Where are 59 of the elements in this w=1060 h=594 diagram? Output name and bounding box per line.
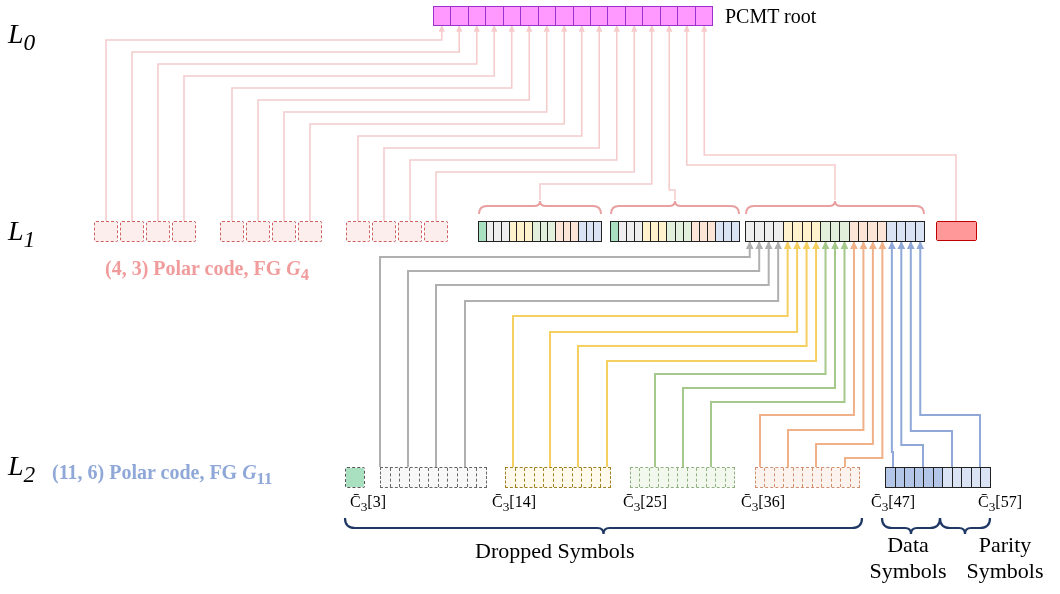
symbol-array bbox=[885, 467, 991, 488]
dashed-symbol-box bbox=[346, 221, 370, 242]
index-label: C̄$_{3}$[47] bbox=[871, 494, 915, 514]
dashed-symbol-box bbox=[146, 221, 170, 242]
index-label: C̄$_{3}$[36] bbox=[741, 494, 785, 514]
arrow bbox=[787, 241, 868, 468]
arrow bbox=[383, 25, 603, 222]
index-label: C̄$_{3}$[57] bbox=[978, 494, 1022, 514]
dashed-symbol-box bbox=[120, 221, 144, 242]
arrow bbox=[916, 241, 981, 468]
arrow bbox=[844, 241, 887, 468]
arrow bbox=[654, 241, 830, 468]
code-label: (11, 6) Polar code, FG G$_{11}$ bbox=[52, 462, 273, 488]
arrow bbox=[710, 241, 849, 468]
dashed-symbol-group bbox=[505, 467, 611, 488]
arrow bbox=[701, 25, 957, 222]
arrow bbox=[512, 241, 792, 468]
arrow bbox=[682, 241, 839, 468]
node-label: PCMT root bbox=[725, 6, 817, 26]
dashed-symbol-box bbox=[172, 221, 196, 242]
arrow bbox=[906, 241, 953, 468]
dashed-symbol-box bbox=[345, 467, 365, 488]
arrow bbox=[606, 241, 821, 468]
index-label: C̄$_{3}$[25] bbox=[623, 494, 667, 514]
level-label: L$_{1}$ bbox=[8, 217, 36, 251]
dashed-symbol-box bbox=[220, 221, 244, 242]
index-label: C̄$_{3}$[3] bbox=[350, 494, 386, 514]
arrow bbox=[435, 25, 638, 222]
brace-label: Dropped Symbols bbox=[475, 540, 635, 562]
index-label: C̄$_{3}$[14] bbox=[492, 494, 536, 514]
code-label: (4, 3) Polar code, FG G$_{4}$ bbox=[105, 258, 310, 284]
symbol-array bbox=[610, 200, 740, 242]
arrow bbox=[887, 241, 896, 468]
arrow bbox=[539, 25, 655, 201]
symbol-box bbox=[936, 221, 977, 241]
arrow bbox=[666, 25, 676, 201]
symbol-array bbox=[745, 200, 925, 242]
dashed-symbol-box bbox=[398, 221, 422, 242]
dashed-symbol-box bbox=[424, 221, 448, 242]
brace-label: Parity Symbols bbox=[965, 532, 1045, 585]
arrow bbox=[897, 241, 924, 468]
dashed-symbol-box bbox=[298, 221, 322, 242]
dashed-symbol-box bbox=[372, 221, 396, 242]
level-label: L$_{0}$ bbox=[8, 20, 36, 54]
arrow bbox=[357, 25, 585, 222]
brace-label: Data Symbols bbox=[868, 532, 948, 585]
dashed-symbol-group bbox=[755, 467, 860, 488]
dashed-symbol-box bbox=[272, 221, 296, 242]
level-label: L$_{2}$ bbox=[8, 452, 36, 486]
dashed-symbol-box bbox=[246, 221, 270, 242]
arrow bbox=[409, 25, 620, 222]
dashed-symbol-group bbox=[630, 467, 735, 488]
dashed-symbol-group bbox=[380, 467, 487, 488]
symbol-array bbox=[478, 200, 602, 242]
dashed-symbol-box bbox=[94, 221, 118, 242]
arrow bbox=[683, 25, 836, 201]
arrow bbox=[759, 241, 858, 468]
arrow bbox=[309, 25, 568, 222]
arrow bbox=[815, 241, 877, 468]
